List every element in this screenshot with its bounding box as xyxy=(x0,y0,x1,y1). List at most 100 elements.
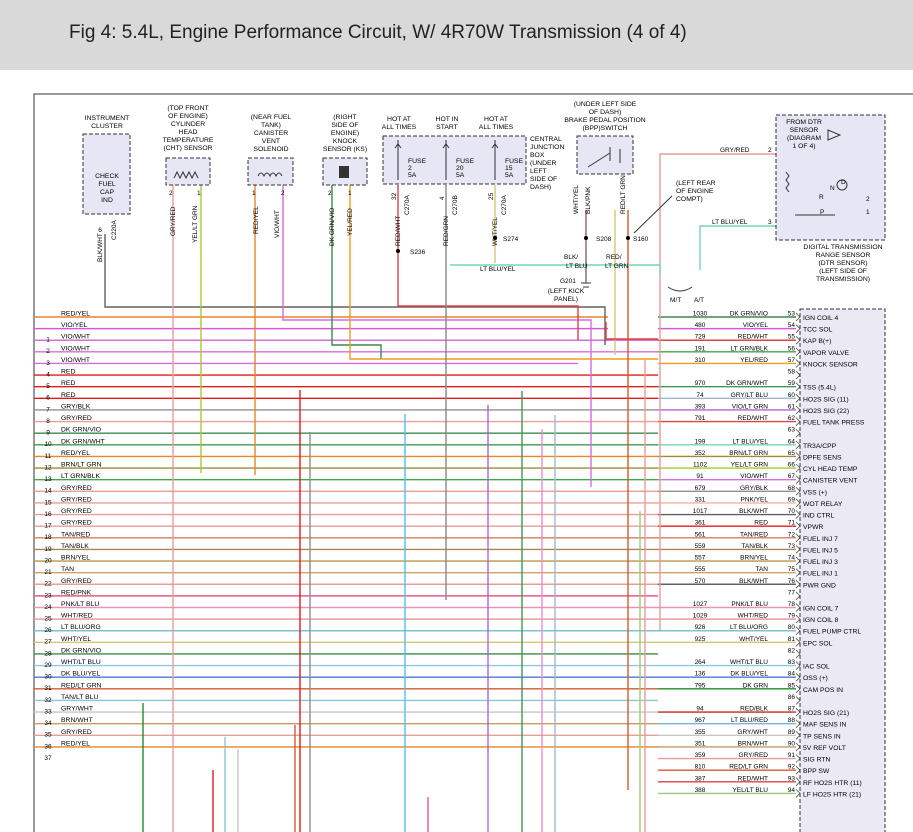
pcm-circuit-number: 352 xyxy=(695,450,706,457)
harness-row-color: WHT/RED xyxy=(61,613,93,620)
wire-label: GRY/RED xyxy=(720,147,750,154)
figure-title: Fig 4: 5.4L, Engine Performance Circuit,… xyxy=(69,22,687,43)
switch-symbol xyxy=(587,147,621,168)
pcm-pin-function: KAP B(+) xyxy=(803,338,831,345)
pcm-pin-number: 64 xyxy=(788,438,796,445)
harness-row-color: GRY/RED xyxy=(61,508,92,515)
harness-row-color: TAN/BLK xyxy=(61,543,89,550)
wiring-diagram: RED/YEL1VIO/YEL2VIO/WHT3VIO/WHT4VIO/WHT5… xyxy=(33,93,913,832)
wire-label: YEL/RED xyxy=(347,208,354,236)
central-junction-box xyxy=(382,135,527,185)
pcm-pin-chevron xyxy=(795,765,801,775)
pcm-pin-function: VAPOR VALVE xyxy=(803,350,850,357)
component-wire xyxy=(397,185,579,340)
pcm-pin-chevron xyxy=(795,568,801,577)
component-title: KNOCK xyxy=(333,138,358,145)
pcm-pin-number: 81 xyxy=(788,636,796,643)
component-title: RANGE SENSOR xyxy=(816,252,871,259)
pcm-pin-function: CYL HEAD TEMP xyxy=(803,466,858,473)
pcm-pin-function: FUEL PUMP CTRL xyxy=(803,629,861,636)
pcm-pin-function: FUEL TANK PRESS xyxy=(803,420,865,427)
wire-label: BLK/PNK xyxy=(585,186,592,214)
harness-row-color: BRN/YEL xyxy=(61,555,90,562)
pcm-circuit-number: 1030 xyxy=(693,311,708,318)
pcm-circuit-number: 1017 xyxy=(693,508,708,515)
connector-label: C270A xyxy=(404,194,411,215)
component-wire xyxy=(659,153,780,630)
dtr-position-label: 1 xyxy=(866,209,870,216)
splice-label: S274 xyxy=(503,236,519,243)
component-title: (LEFT SIDE OF xyxy=(819,268,867,275)
pcm-pin-number: 89 xyxy=(788,729,796,736)
pcm-wire-color: YEL/LT BLU xyxy=(732,787,768,794)
pcm-pin-number: 90 xyxy=(788,740,796,747)
pcm-circuit-number: 1102 xyxy=(693,462,707,469)
wire-label: GRY/RED xyxy=(170,206,177,236)
pcm-pin-number: 59 xyxy=(788,380,796,387)
pcm-pin-chevron xyxy=(795,428,801,438)
component-wire xyxy=(282,185,592,487)
pcm-pin-chevron xyxy=(795,580,801,589)
option-label: M/T xyxy=(670,297,681,304)
harness-row-number: 17 xyxy=(44,523,52,530)
pcm-pin-number: 88 xyxy=(788,717,796,724)
harness-row-number: 5 xyxy=(46,383,50,390)
pcm-pin-function: DPFE SENS xyxy=(803,454,842,461)
harness-row-number: 14 xyxy=(44,488,52,495)
pcm-pin-chevron xyxy=(795,487,801,496)
pcm-wire-color: LT BLU/RED xyxy=(731,717,768,724)
pcm-wire-color: VIO/WHT xyxy=(740,473,768,480)
harness-row-number: 12 xyxy=(44,464,52,471)
harness-row-color: GRY/BLK xyxy=(61,403,91,410)
harness-row-color: GRY/RED xyxy=(61,485,92,492)
component-title: (RIGHT xyxy=(333,114,356,121)
harness-row-color: RED/LT GRN xyxy=(61,682,102,689)
wire-label: WHT/YEL xyxy=(492,217,499,246)
pcm-pin-number: 82 xyxy=(788,647,796,654)
harness-row-number: 1 xyxy=(46,337,50,344)
component-title: DASH) xyxy=(530,184,551,191)
pcm-pin-number: 61 xyxy=(788,403,796,410)
fuse-label: FUSE xyxy=(456,158,475,165)
harness-row-number: 19 xyxy=(44,546,52,553)
harness-row-color: DK GRN/VIO xyxy=(61,427,101,434)
pcm-wire-color: GRY/RED xyxy=(739,752,769,759)
pin-number: 2 xyxy=(768,147,772,154)
component-title: LEFT xyxy=(530,168,547,175)
fuse-label: 5A xyxy=(408,172,417,179)
component-title: BRAKE PEDAL POSITION xyxy=(564,117,645,124)
pcm-wire-color: LT BLU/ORG xyxy=(730,624,768,631)
pin-number: 2 xyxy=(281,190,285,197)
harness-row-number: 35 xyxy=(44,732,52,739)
wire-label: VIO/WHT xyxy=(274,210,281,238)
bpp-switch-box xyxy=(576,135,634,175)
pcm-pin-chevron xyxy=(795,347,801,357)
pcm-block xyxy=(799,308,886,832)
pcm-pin-function: HO2S SIG (11) xyxy=(803,396,849,403)
harness-row-color: RED xyxy=(61,369,75,376)
harness-row-number: 16 xyxy=(44,511,52,518)
splice-label: S236 xyxy=(410,249,426,256)
component-wire xyxy=(331,185,382,359)
ground-label: G201 xyxy=(560,278,576,285)
dtr-sensor-box xyxy=(775,114,886,241)
pcm-pin-function: KNOCK SENSOR xyxy=(803,361,858,368)
component-title: JUNCTION xyxy=(530,144,564,151)
component-title: START xyxy=(436,124,458,131)
pcm-wire-color: RED/LT GRN xyxy=(729,764,768,771)
pcm-pin-function: IGN COIL 7 xyxy=(803,606,838,613)
component-title: ALL TIMES xyxy=(382,124,417,131)
pcm-wire-color: VIO/LT GRN xyxy=(732,403,769,410)
pcm-wire-color: BRN/LT GRN xyxy=(729,450,768,457)
wire-label: RED/WHT xyxy=(395,216,402,246)
harness-row-color: GRY/RED xyxy=(61,578,92,585)
component-title: (DTR SENSOR) xyxy=(818,260,867,267)
pcm-pin-chevron xyxy=(795,696,801,705)
pcm-pin-number: 56 xyxy=(788,345,796,352)
pcm-pin-chevron xyxy=(795,626,801,635)
pcm-pin-number: 57 xyxy=(788,357,796,364)
wire-label: LT GRN xyxy=(605,263,629,270)
harness-row-number: 10 xyxy=(44,441,52,448)
harness-row-color: RED/YEL xyxy=(61,311,90,318)
harness-row-number: 15 xyxy=(44,499,52,506)
